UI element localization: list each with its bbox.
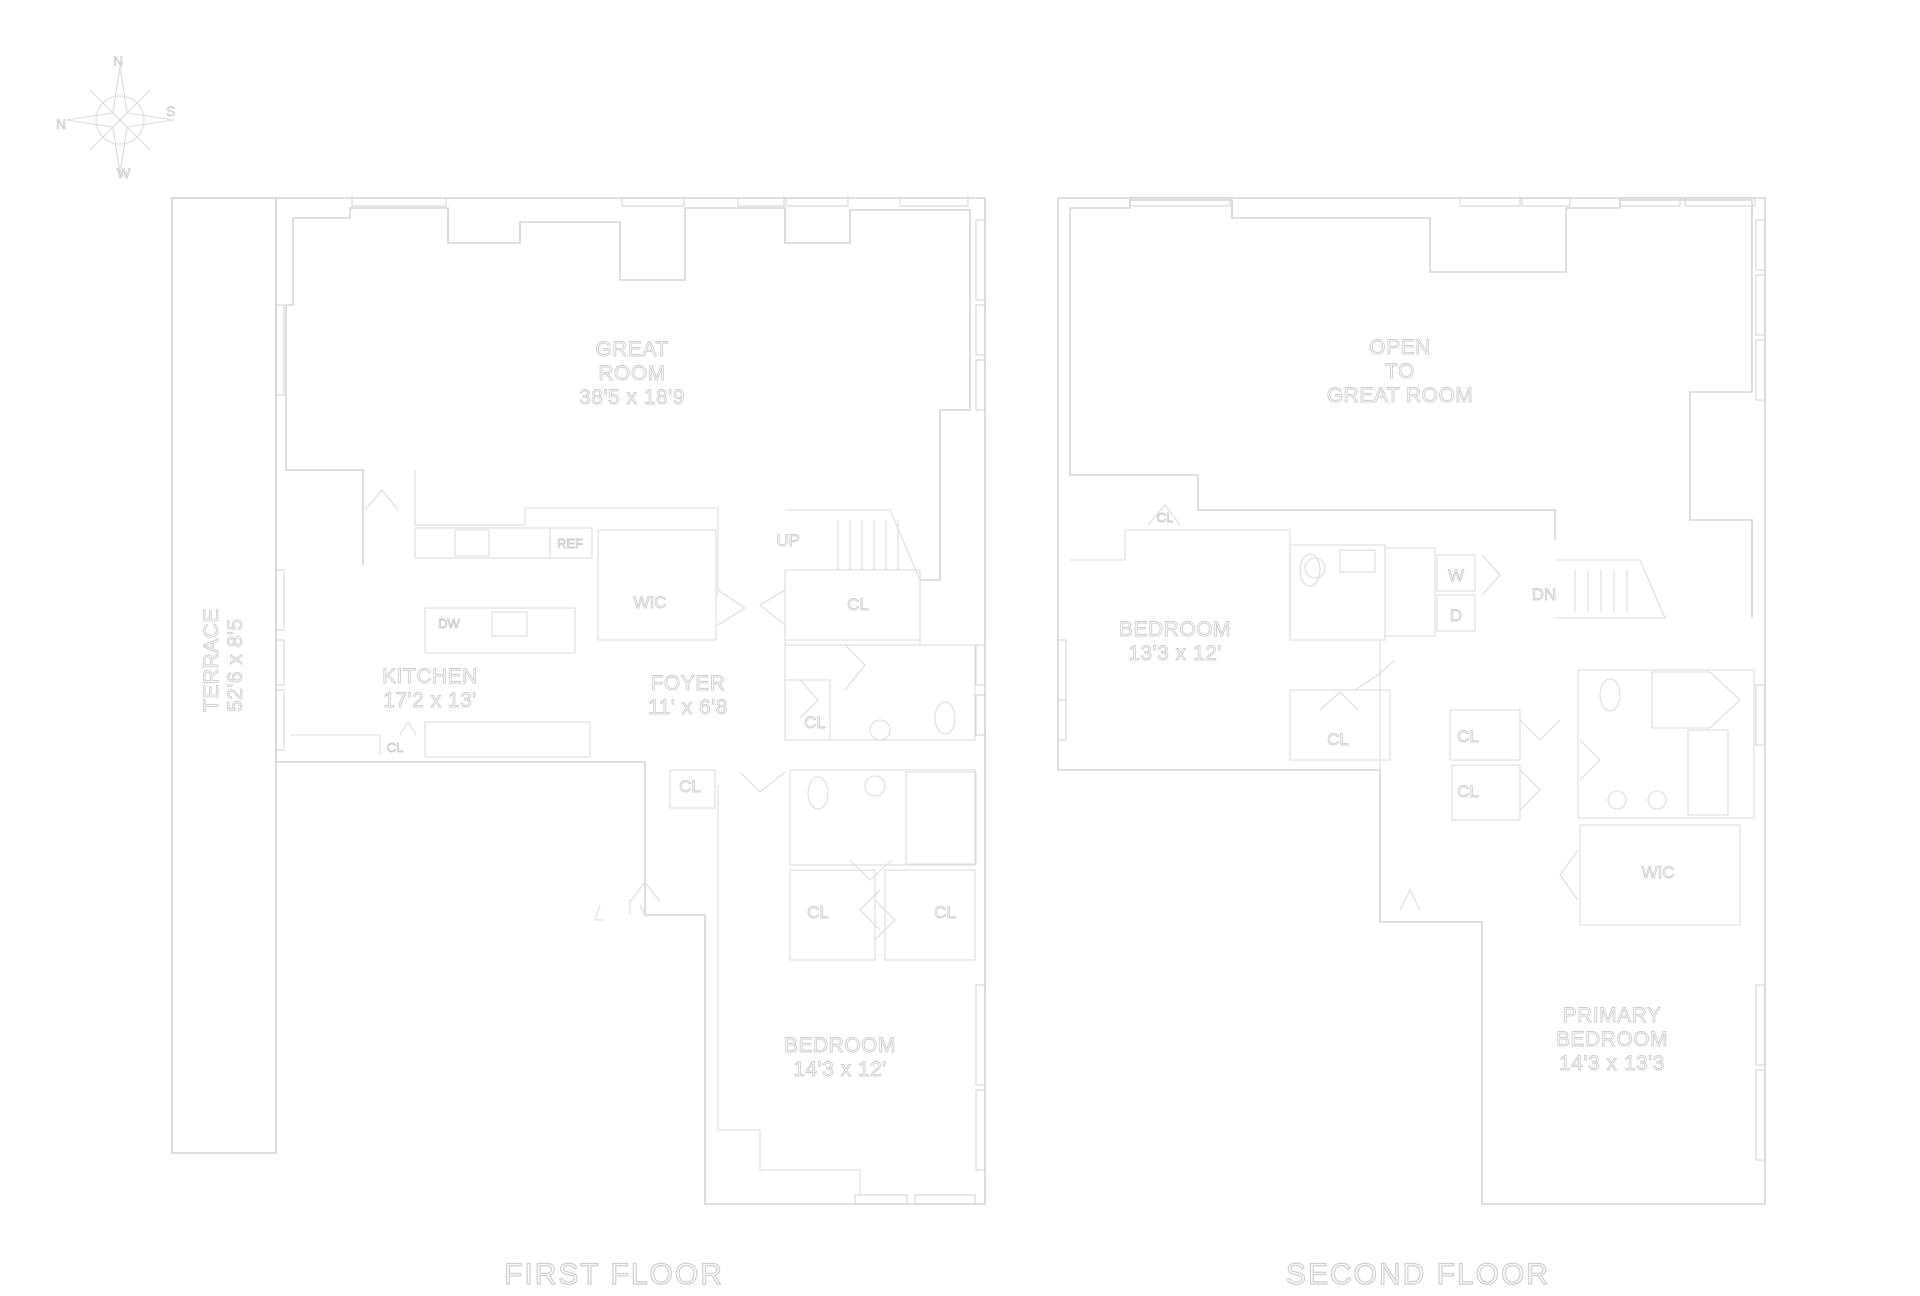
primary-bedroom-label-1: PRIMARY <box>1563 1004 1662 1027</box>
compass-n: N <box>113 53 123 69</box>
terrace-label: TERRACE <box>200 608 223 712</box>
hall-closet-1-label: CL <box>1457 727 1479 746</box>
first-bedroom-dims: 14'3 x 12' <box>793 1058 887 1081</box>
terrace-dims: 52'6 x 8'5 <box>224 618 247 712</box>
foyer-label: FOYER <box>651 672 726 695</box>
open-label-1: OPEN <box>1369 336 1431 359</box>
open-label-2: TO <box>1385 360 1415 383</box>
second-bedroom-dims: 13'3 x 12' <box>1128 642 1222 665</box>
first-bedroom-label: BEDROOM <box>784 1034 896 1057</box>
open-closet-label: CL <box>1157 510 1174 525</box>
first-floor-title: FIRST FLOOR <box>504 1258 724 1291</box>
bath-closet-label: CL <box>804 713 826 732</box>
foyer-closet-label: CL <box>679 777 701 796</box>
dw-label: DW <box>438 616 460 631</box>
open-label-3: GREAT ROOM <box>1327 384 1474 407</box>
great-room-label-2: ROOM <box>598 362 665 385</box>
kitchen-dims: 17'2 x 13' <box>383 689 477 712</box>
ref-label: REF <box>557 536 583 551</box>
bedroom-closet-1-label: CL <box>807 903 829 922</box>
kitchen-closet-label: CL <box>387 740 404 755</box>
compass-s: S <box>166 103 175 119</box>
primary-bedroom-label-2: BEDROOM <box>1556 1028 1668 1051</box>
kitchen-label: KITCHEN <box>382 665 478 688</box>
second-floor-title: SECOND FLOOR <box>1286 1258 1550 1291</box>
first-floor-plan: GREAT ROOM 38'5 x 18'9 TERRACE 52'6 x 8'… <box>171 197 986 1292</box>
foyer-dims: 11' x 6'8 <box>648 696 728 719</box>
second-floor-plan: OPEN TO GREAT ROOM BEDROOM 13'3 x 12' PR… <box>1057 197 1766 1292</box>
great-room-label-1: GREAT <box>595 338 668 361</box>
bedroom-closet-2-label: CL <box>934 903 956 922</box>
first-wic-label: WIC <box>633 593 666 612</box>
compass-icon: N N S W <box>56 53 176 182</box>
washer-label: W <box>1448 566 1464 585</box>
dn-label: DN <box>1532 585 1557 604</box>
dryer-label: D <box>1450 606 1462 625</box>
compass-w: W <box>117 165 131 181</box>
bedroom-closet-label: CL <box>1327 730 1349 749</box>
up-label: UP <box>776 531 800 550</box>
hall-closet-2-label: CL <box>1457 782 1479 801</box>
great-room-dims: 38'5 x 18'9 <box>579 386 685 409</box>
second-bedroom-label: BEDROOM <box>1119 618 1231 641</box>
second-wic-label: WIC <box>1641 863 1674 882</box>
compass-n-left: N <box>56 116 66 132</box>
stair-closet-label: CL <box>847 595 869 614</box>
primary-bedroom-dims: 14'3 x 13'3 <box>1559 1052 1665 1075</box>
